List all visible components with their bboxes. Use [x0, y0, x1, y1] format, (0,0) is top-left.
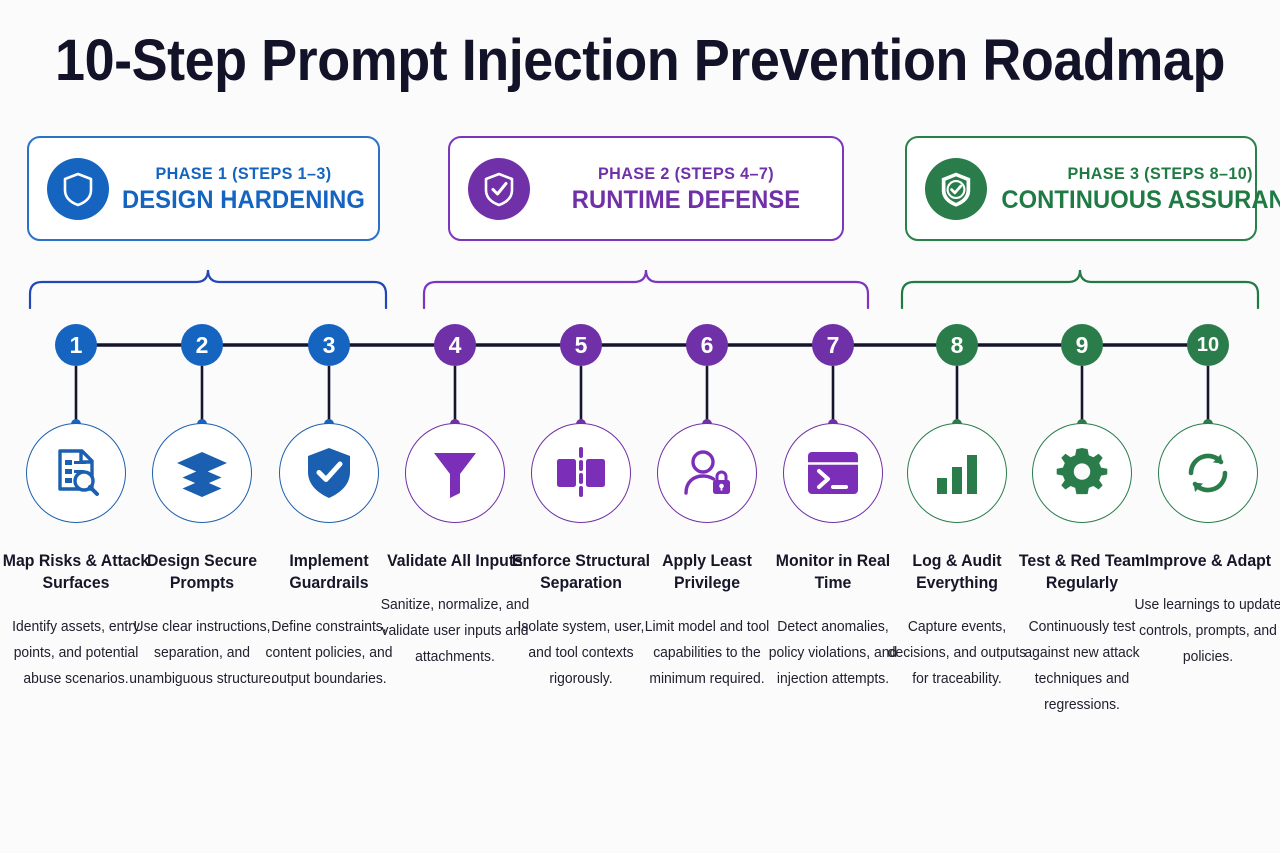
step-node-7[interactable]: 7 — [812, 324, 854, 366]
step-column-2: Design Secure Prompts Use clear instruct… — [124, 550, 280, 692]
step-icon-circle-10 — [1158, 423, 1258, 523]
step-desc-2: Use clear instructions, separation, and … — [129, 619, 275, 687]
user-lock-icon — [684, 450, 730, 495]
step-column-9: Test & Red Team Regularly Continuously t… — [1004, 550, 1160, 718]
step-title-6: Apply Least Privilege — [662, 552, 752, 592]
phase-2-text: PHASE 2 (STEPS 4–7) RUNTIME DEFENSE — [530, 163, 842, 215]
document-search-icon — [58, 449, 99, 496]
phase-3-text: PHASE 3 (STEPS 8–10) CONTINUOUS ASSURANC… — [987, 163, 1280, 215]
bar-chart-icon — [937, 455, 977, 494]
step-node-3[interactable]: 3 — [308, 324, 350, 366]
gear-icon — [1056, 448, 1108, 495]
step-title-8: Log & Audit Everything — [912, 552, 1002, 592]
step-desc-5: Isolate system, user, and tool contexts … — [517, 619, 645, 687]
timeline-drop-lines — [74, 366, 1210, 424]
terminal-icon — [808, 452, 858, 494]
step-icon-circle-8 — [907, 423, 1007, 523]
phase-1-name: DESIGN HARDENING — [121, 185, 365, 214]
timeline-connector-dots — [71, 419, 1213, 429]
step-title-3: Implement Guardrails — [289, 552, 369, 592]
step-desc-7: Detect anomalies, policy violations, and… — [768, 619, 898, 687]
step-desc-4: Sanitize, normalize, and validate user i… — [380, 597, 530, 665]
step-desc-9: Continuously test against new attack tec… — [1024, 619, 1140, 713]
bracket-phase-1 — [28, 269, 388, 310]
phase-3-kicker: PHASE 3 (STEPS 8–10) — [1067, 163, 1253, 183]
phase-2-name: RUNTIME DEFENSE — [571, 185, 801, 214]
split-panels-icon — [557, 447, 605, 499]
step-title-4: Validate All Inputs — [387, 552, 523, 570]
step-node-5[interactable]: 5 — [560, 324, 602, 366]
shield-check-icon — [484, 172, 514, 206]
step-node-2[interactable]: 2 — [181, 324, 223, 366]
step-column-3: Implement Guardrails Define constraints,… — [251, 550, 407, 692]
phase-1-kicker: PHASE 1 (STEPS 1–3) — [155, 163, 332, 183]
step-desc-1: Identify assets, entry points, and poten… — [12, 619, 140, 687]
timeline-spine — [71, 343, 1213, 429]
phase-2-badge — [468, 157, 530, 220]
step-title-2: Design Secure Prompts — [146, 552, 258, 592]
refresh-cycle-icon — [1188, 453, 1228, 493]
step-column-7: Monitor in Real Time Detect anomalies, p… — [755, 550, 911, 692]
step-desc-8: Capture events, decisions, and outputs f… — [887, 619, 1027, 687]
step-desc-10: Use learnings to update controls, prompt… — [1134, 597, 1280, 665]
step-node-1[interactable]: 1 — [55, 324, 97, 366]
step-icon-circle-9 — [1032, 423, 1132, 523]
step-node-9[interactable]: 9 — [1061, 324, 1103, 366]
step-icon-circle-3 — [279, 423, 379, 523]
page-title: 10-Step Prompt Injection Prevention Road… — [55, 28, 1225, 93]
step-node-10[interactable]: 10 — [1187, 324, 1229, 366]
shield-icon — [63, 172, 93, 206]
step-node-4[interactable]: 4 — [434, 324, 476, 366]
step-title-7: Monitor in Real Time — [775, 552, 891, 592]
step-title-5: Enforce Structural Separation — [511, 552, 651, 592]
step-icon-circle-7 — [783, 423, 883, 523]
step-node-8[interactable]: 8 — [936, 324, 978, 366]
step-title-10: Improve & Adapt — [1144, 552, 1272, 570]
step-column-5: Enforce Structural Separation Isolate sy… — [503, 550, 659, 692]
step-node-6[interactable]: 6 — [686, 324, 728, 366]
phase-2-kicker: PHASE 2 (STEPS 4–7) — [598, 163, 774, 183]
step-column-10: Improve & Adapt Use learnings to update … — [1130, 550, 1280, 670]
step-column-6: Apply Least Privilege Limit model and to… — [629, 550, 785, 692]
step-icon-circle-6 — [657, 423, 757, 523]
bracket-phase-3 — [900, 269, 1260, 310]
phase-card-1: PHASE 1 (STEPS 1–3) DESIGN HARDENING — [27, 136, 380, 241]
phase-3-name: CONTINUOUS ASSURANCE — [1001, 185, 1280, 214]
phase-card-3: PHASE 3 (STEPS 8–10) CONTINUOUS ASSURANC… — [905, 136, 1280, 241]
funnel-icon — [434, 453, 476, 498]
step-icon-circle-4 — [405, 423, 505, 523]
phase-1-badge — [47, 157, 109, 220]
step-icon-circle-2 — [152, 423, 252, 523]
phase-3-badge — [925, 157, 987, 220]
phase-card-2: PHASE 2 (STEPS 4–7) RUNTIME DEFENSE — [448, 136, 844, 241]
step-icon-circle-5 — [531, 423, 631, 523]
step-title-9: Test & Red Team Regularly — [1018, 552, 1146, 592]
step-desc-3: Define constraints, content policies, an… — [265, 619, 393, 687]
step-desc-6: Limit model and tool capabilities to the… — [644, 619, 770, 687]
step-column-8: Log & Audit Everything Capture events, d… — [879, 550, 1035, 692]
bracket-phase-2 — [422, 269, 870, 310]
shield-check-circle-icon — [941, 172, 971, 207]
step-column-4: Validate All Inputs Sanitize, normalize,… — [377, 550, 533, 670]
step-icon-circle-1 — [26, 423, 126, 523]
phase-1-text: PHASE 1 (STEPS 1–3) DESIGN HARDENING — [109, 163, 378, 215]
layers-icon — [177, 452, 227, 497]
shield-check-icon — [308, 448, 350, 498]
step-title-1: Map Risks & Attack Surfaces — [2, 552, 150, 592]
step-column-1: Map Risks & Attack Surfaces Identify ass… — [0, 550, 154, 692]
phase-brackets — [28, 269, 1260, 310]
